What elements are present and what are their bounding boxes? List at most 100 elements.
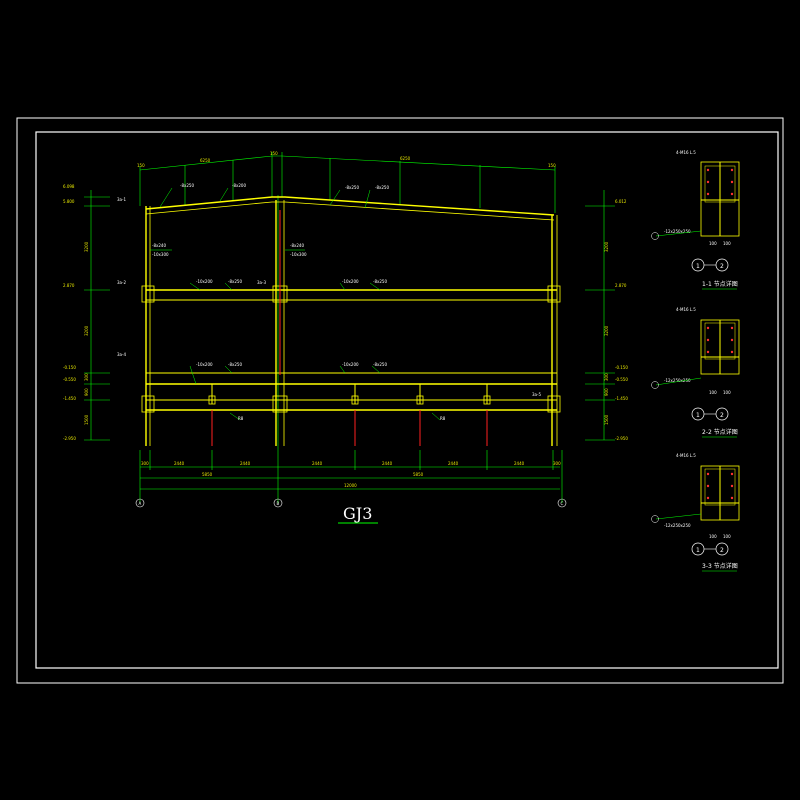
column-plate-0: -8x240 bbox=[152, 243, 166, 248]
brace-label-0: R8 bbox=[238, 416, 244, 421]
bot-dim-1: 2440 bbox=[174, 461, 185, 466]
top-dims: 150 6250 150 6250 150 bbox=[137, 151, 556, 168]
detail-1-mark-a: 1 bbox=[696, 263, 700, 270]
rafter-plate-1: -8x200 bbox=[232, 183, 246, 188]
elev-right-4: -1.450 bbox=[615, 396, 628, 401]
detail-3: 4-M16 L.5 -12x250x250 100 100 1 2 3-3 节点… bbox=[651, 453, 740, 572]
detail-1-caption: 1-1 节点详图 bbox=[702, 280, 738, 288]
beam-upper-1: -8x250 bbox=[228, 279, 242, 284]
bot-dim-6: 2440 bbox=[514, 461, 525, 466]
column-plate-1: -10x300 bbox=[152, 252, 169, 257]
detail-2-plate-note: -12x250x250 bbox=[664, 378, 691, 383]
elevation-marks-right: 6.012 2.870 -0.150 -0.550 -1.450 -2.950 bbox=[615, 199, 628, 441]
hdim-right-2: 300 bbox=[604, 373, 609, 381]
node-label-1: 3a-2 bbox=[117, 280, 126, 285]
beam-lower-0: -10x200 bbox=[196, 362, 213, 367]
rafter-plate-0: -8x250 bbox=[180, 183, 194, 188]
axis-b-label: B bbox=[277, 501, 280, 506]
top-dim-3: 6250 bbox=[400, 156, 411, 161]
elev-left-5: -1.450 bbox=[63, 396, 76, 401]
beam-upper-2: -10x200 bbox=[342, 279, 359, 284]
elev-left-4: -0.550 bbox=[63, 377, 76, 382]
detail-2-mark-a: 1 bbox=[696, 412, 700, 419]
axis-a-bubble bbox=[135, 498, 145, 508]
elev-left-2: 2.870 bbox=[63, 283, 75, 288]
hdim-left-0: 3200 bbox=[84, 241, 89, 252]
beam-lower-2: -10x200 bbox=[342, 362, 359, 367]
bottom-dims: 300 2440 2440 2440 2440 2440 2440 300 58… bbox=[141, 461, 561, 488]
hdim-left-1: 3200 bbox=[84, 325, 89, 336]
elev-right-2: -0.150 bbox=[615, 365, 628, 370]
outer-border bbox=[16, 117, 784, 684]
detail-1: 4-M16 L.5 -12x250x250 100 100 1 2 1-1 节点… bbox=[651, 150, 740, 290]
detail-2-bolt-note: 4-M16 L.5 bbox=[676, 307, 696, 312]
bot-dim-2: 2440 bbox=[240, 461, 251, 466]
detail-3-dim-1: 100 bbox=[723, 534, 731, 539]
rafter-plate-2: -8x250 bbox=[345, 185, 359, 190]
bot-dim-7: 300 bbox=[553, 461, 561, 466]
hdim-right-1: 3200 bbox=[604, 325, 609, 336]
bot-dim-4: 2440 bbox=[382, 461, 393, 466]
elev-left-6: -2.950 bbox=[63, 436, 76, 441]
beam-lower-1: -8x250 bbox=[228, 362, 242, 367]
detail-1-plate-note: -12x250x250 bbox=[664, 229, 691, 234]
node-label-2: 3a-3 bbox=[257, 280, 266, 285]
hdim-right-0: 3200 bbox=[604, 241, 609, 252]
frame-elevation: A B C 6.098 5.800 2.870 -0.150 -0.550 -1… bbox=[63, 151, 628, 524]
bot-overall: 12000 bbox=[344, 483, 357, 488]
axis-a-label: A bbox=[139, 501, 142, 506]
elev-right-5: -2.950 bbox=[615, 436, 628, 441]
column-plate-3: -10x300 bbox=[290, 252, 307, 257]
member-labels: -8x250 -8x200 -8x250 -8x250 -8x240 -10x3… bbox=[117, 183, 541, 421]
elev-left-0: 6.098 bbox=[63, 184, 75, 189]
hdim-left-3: 900 bbox=[84, 388, 89, 396]
elev-left-3: -0.150 bbox=[63, 365, 76, 370]
detail-2-caption: 2-2 节点详图 bbox=[702, 428, 738, 436]
elev-right-1: 2.870 bbox=[615, 283, 627, 288]
elev-left-1: 5.800 bbox=[63, 199, 75, 204]
bot-dim-3: 2440 bbox=[312, 461, 323, 466]
axis-c-label: C bbox=[561, 501, 564, 506]
detail-1-mark-b: 2 bbox=[720, 263, 724, 270]
node-label-3: 3a-4 bbox=[117, 352, 126, 357]
node-label-0: 3a-1 bbox=[117, 197, 126, 202]
drawing-title: GJ3 bbox=[343, 504, 372, 523]
detail-3-mark-a: 1 bbox=[696, 547, 700, 554]
axis-c-bubble bbox=[557, 498, 567, 508]
height-dims-left: 3200 3200 300 900 1500 bbox=[84, 241, 89, 425]
detail-3-dim-0: 100 bbox=[709, 534, 717, 539]
bot-dim-5: 2440 bbox=[448, 461, 459, 466]
top-dim-2: 150 bbox=[270, 151, 278, 156]
node-plates bbox=[141, 285, 561, 413]
column-plate-2: -8x240 bbox=[290, 243, 304, 248]
detail-3-plate-note: -12x250x250 bbox=[664, 523, 691, 528]
leader-lines bbox=[150, 187, 441, 421]
detail-1-dim-1: 100 bbox=[723, 241, 731, 246]
detail-2: 4-M16 L.5 -12x250x250 100 100 1 2 2-2 节点… bbox=[651, 307, 740, 438]
hdim-left-4: 1500 bbox=[84, 414, 89, 425]
detail-3-caption: 3-3 节点详图 bbox=[702, 562, 738, 570]
detail-1-bolt-note: 4-M16 L.5 bbox=[676, 150, 696, 155]
bot-total-left: 5850 bbox=[202, 472, 213, 477]
brace-label-1: R8 bbox=[440, 416, 446, 421]
elev-right-0: 6.012 bbox=[615, 199, 627, 204]
detail-3-mark-b: 2 bbox=[720, 547, 724, 554]
beam-lower-3: -8x250 bbox=[373, 362, 387, 367]
top-dim-0: 150 bbox=[137, 163, 145, 168]
beam-upper-3: -8x250 bbox=[373, 279, 387, 284]
height-dims-right: 3200 3200 300 900 1500 bbox=[604, 241, 609, 425]
top-dim-1: 6250 bbox=[200, 158, 211, 163]
detail-2-dim-1: 100 bbox=[723, 390, 731, 395]
node-label-4: 3a-5 bbox=[532, 392, 541, 397]
axis-bubbles: A B C bbox=[135, 498, 567, 508]
inner-border bbox=[35, 131, 779, 669]
elevation-marks-left: 6.098 5.800 2.870 -0.150 -0.550 -1.450 -… bbox=[63, 184, 76, 441]
beam-upper-0: -10x200 bbox=[196, 279, 213, 284]
hdim-left-2: 300 bbox=[84, 373, 89, 381]
steel-frame bbox=[145, 196, 558, 446]
detail-3-bolt-note: 4-M16 L.5 bbox=[676, 453, 696, 458]
top-dim-4: 150 bbox=[548, 163, 556, 168]
hdim-right-3: 900 bbox=[604, 388, 609, 396]
bot-total-right: 5850 bbox=[413, 472, 424, 477]
